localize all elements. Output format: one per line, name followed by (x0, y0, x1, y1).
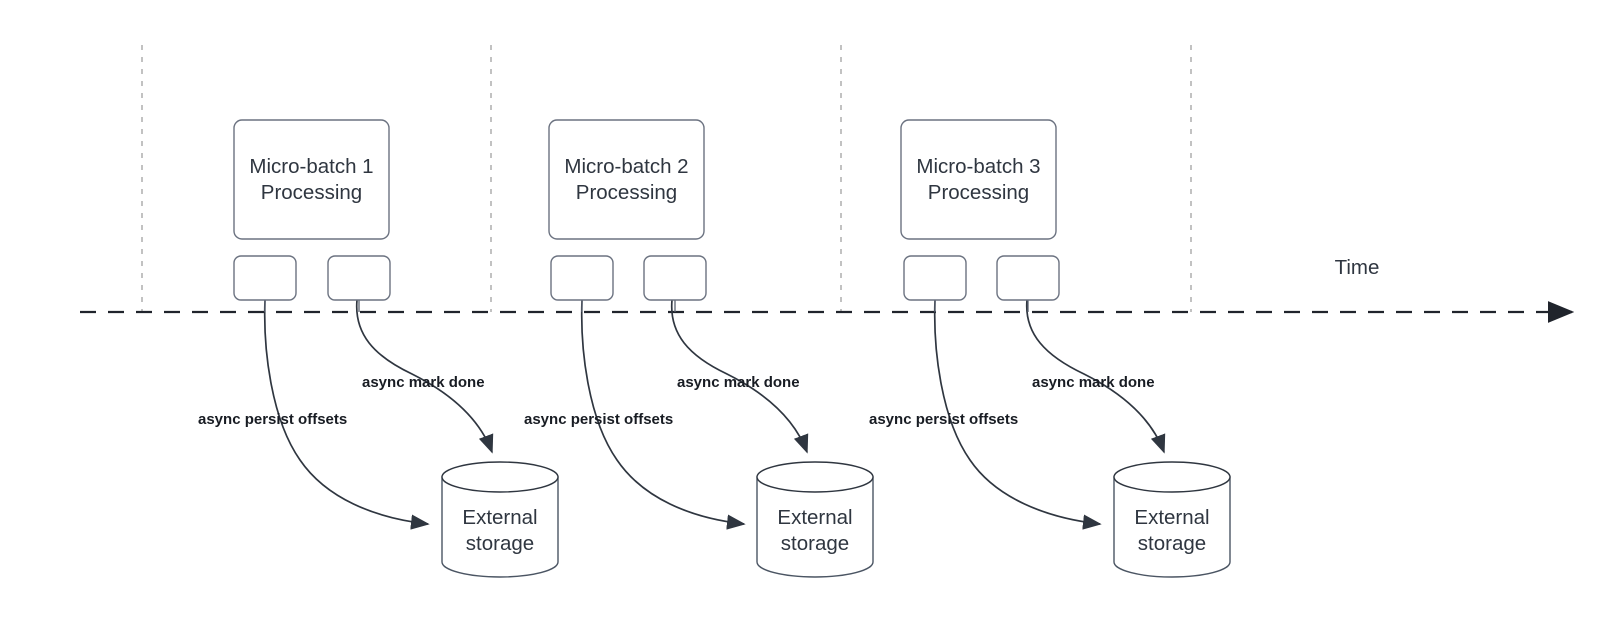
group-1-external-storage-node[interactable]: External storage (441, 461, 559, 578)
group-2-batch-node[interactable]: Micro-batch 2 Processing (548, 119, 705, 240)
edge-async-mark-done-label: async mark done (677, 374, 800, 391)
group-3-batch-box[interactable] (900, 119, 1057, 240)
group-3-storage-label-line2: storage (1138, 532, 1206, 555)
time-axis-label: Time (1335, 256, 1380, 279)
group-3-batch-label-line2: Processing (928, 181, 1029, 204)
group-2-batch-label-line1: Micro-batch 2 (564, 155, 688, 178)
group-1-batch-label-line1: Micro-batch 1 (249, 155, 373, 178)
group-3-batch-node[interactable]: Micro-batch 3 Processing (900, 119, 1057, 240)
group-1: async persist offsets async mark done Micr… (198, 119, 559, 578)
edge-async-mark-done-label: async mark done (362, 374, 485, 391)
group-2-cylinder-body (756, 476, 874, 578)
group-2-mini-box-offsets[interactable] (550, 255, 614, 301)
group-3-cylinder-top (1113, 461, 1231, 493)
group-3-mini-box-offsets[interactable] (903, 255, 967, 301)
edge-async-mark-done-path (1025, 299, 1166, 454)
edge-async-persist-offsets-path (933, 299, 1102, 530)
tick-lines (141, 45, 1192, 312)
group-2-batch-label-line2: Processing (576, 181, 677, 204)
group-1-batch-box[interactable] (233, 119, 390, 240)
group-2-cylinder-top (756, 461, 874, 493)
group-3-mini-box-mark-done[interactable] (996, 255, 1060, 301)
edge-async-mark-done: async mark done (670, 299, 809, 454)
group-layer: async persist offsets async mark done Micr… (198, 119, 1231, 578)
edge-async-mark-done-path (355, 299, 494, 454)
edge-async-persist-offsets: async persist offsets (524, 299, 746, 530)
group-1-batch-node[interactable]: Micro-batch 1 Processing (233, 119, 390, 240)
group-2-batch-box[interactable] (548, 119, 705, 240)
group-1-cylinder-top (441, 461, 559, 493)
timeline-axis: Time (80, 256, 1575, 323)
group-1-batch-label-line2: Processing (261, 181, 362, 204)
group-2-mini-box-mark-done[interactable] (643, 255, 707, 301)
group-3-external-storage-node[interactable]: External storage (1113, 461, 1231, 578)
edge-async-persist-offsets: async persist offsets (198, 299, 430, 530)
group-2-storage-label-line1: External (777, 506, 852, 529)
edge-async-mark-done-path (670, 299, 809, 454)
edge-async-persist-offsets-label: async persist offsets (869, 411, 1018, 428)
edge-async-persist-offsets-label: async persist offsets (524, 411, 673, 428)
group-3-storage-label-line1: External (1134, 506, 1209, 529)
group-2-storage-label-line2: storage (781, 532, 849, 555)
edge-async-persist-offsets-path (263, 299, 430, 530)
group-1-mini-box-offsets[interactable] (233, 255, 297, 301)
group-1-mini-box-mark-done[interactable] (327, 255, 391, 301)
group-1-storage-label-line1: External (462, 506, 537, 529)
group-1-cylinder-body (441, 476, 559, 578)
edge-async-persist-offsets-path (580, 299, 746, 530)
edge-async-mark-done: async mark done (355, 299, 494, 454)
group-1-storage-label-line2: storage (466, 532, 534, 555)
group-3: async persist offsets async mark done Micr… (869, 119, 1231, 578)
group-3-cylinder-body (1113, 476, 1231, 578)
group-2-external-storage-node[interactable]: External storage (756, 461, 874, 578)
edge-async-mark-done-label: async mark done (1032, 374, 1155, 391)
edge-async-mark-done: async mark done (1025, 299, 1166, 454)
group-2: async persist offsets async mark done Micr… (524, 119, 874, 578)
group-3-batch-label-line1: Micro-batch 3 (916, 155, 1040, 178)
edge-async-persist-offsets: async persist offsets (869, 299, 1102, 530)
edge-async-persist-offsets-label: async persist offsets (198, 411, 347, 428)
